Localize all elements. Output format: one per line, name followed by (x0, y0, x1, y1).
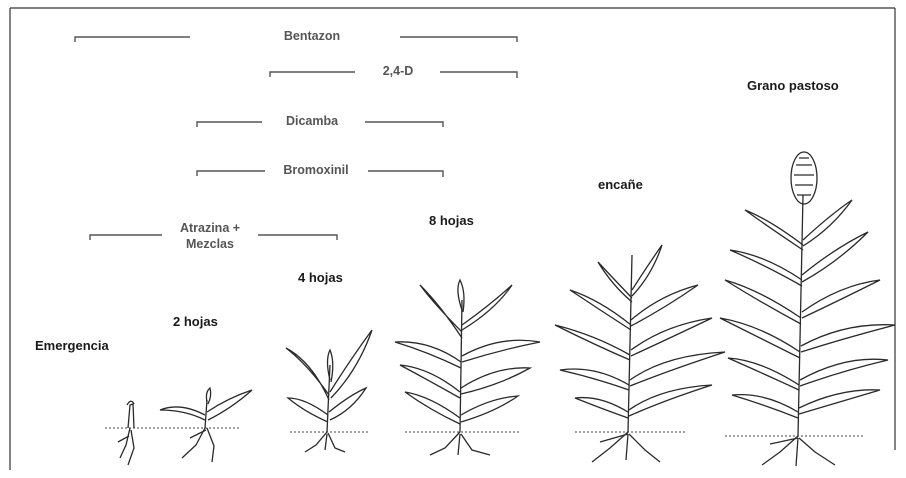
plant-grano-pastoso (720, 152, 895, 466)
stage-label-4-hojas: 4 hojas (298, 270, 343, 285)
herbicide-label-atrazina-line1: Atrazina + (160, 221, 260, 235)
plant-8-hojas (395, 280, 540, 455)
stage-label-emergencia: Emergencia (35, 338, 109, 353)
plant-4-hojas (286, 330, 372, 452)
stage-label-8-hojas: 8 hojas (429, 213, 474, 228)
herbicide-label-dicamba: Dicamba (262, 114, 362, 128)
herbicide-label-bromoxinil: Bromoxinil (266, 163, 366, 177)
herbicide-label-atrazina-line2: Mezclas (160, 237, 260, 251)
herbicide-label-bentazon: Bentazon (262, 29, 362, 43)
ground-lines (105, 428, 865, 436)
stage-label-encane: encañe (598, 177, 643, 192)
plant-encane (555, 245, 725, 462)
stage-label-grano-pastoso: Grano pastoso (747, 78, 839, 93)
herbicide-label-24d: 2,4-D (358, 64, 438, 78)
stage-label-2-hojas: 2 hojas (173, 314, 218, 329)
plant-2-hojas (160, 388, 252, 462)
plant-emergencia (118, 401, 134, 465)
